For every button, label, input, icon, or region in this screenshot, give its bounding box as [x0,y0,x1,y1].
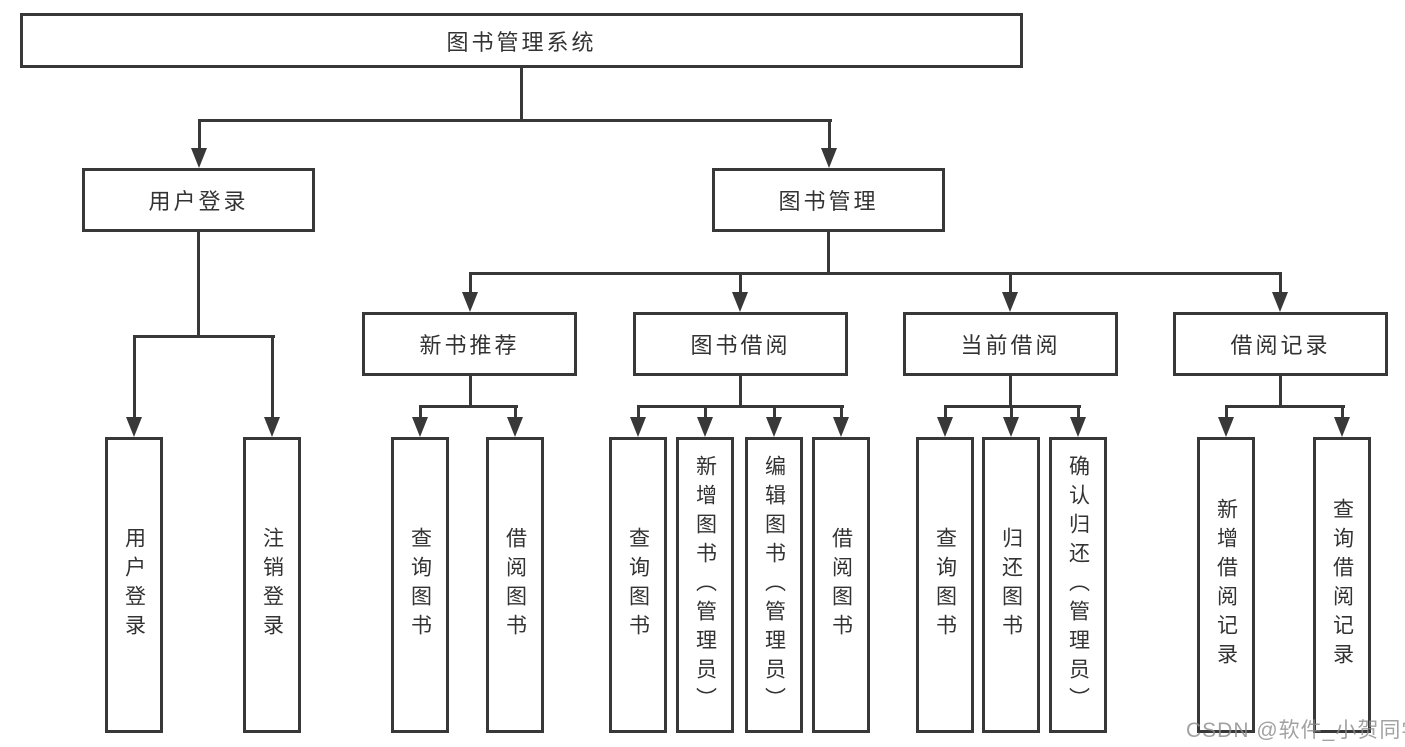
leaf-edit-books-admin: 编辑图书（管理员） [745,437,803,733]
leaf-query-books-borrowing: 查询图书 [609,437,667,733]
arrow-down [1002,292,1018,312]
leaf-query-books-recommend: 查询图书 [391,437,449,733]
connector-line [828,122,831,152]
connector-line [1010,405,1013,420]
connector-line [271,338,274,420]
connector-line [514,405,517,420]
leaf-borrow-books-borrowing: 借阅图书 [812,437,870,733]
node-label: 图书管理系统 [446,29,597,55]
node-label: 查询图书 [933,527,957,643]
node-new-book-recommend: 新书推荐 [362,312,577,376]
csdn-watermark: CSDN @软件_小贺同学 [1186,719,1405,742]
connector-line [520,68,523,122]
connector-line [1225,405,1228,420]
node-current-borrowing: 当前借阅 [903,312,1118,376]
connector-line [739,272,742,293]
leaf-logout: 注销登录 [243,437,301,733]
connector-line [739,376,742,408]
node-label: 注销登录 [260,527,284,643]
node-label: 新增借阅记录 [1214,498,1238,672]
arrow-down [507,417,523,437]
node-root-library-system: 图书管理系统 [20,13,1023,68]
connector-line [773,405,776,420]
node-label: 当前借阅 [960,333,1061,358]
connector-line [198,119,832,122]
connector-line [469,272,472,293]
arrow-down [462,292,478,312]
node-borrowing-records: 借阅记录 [1173,312,1388,376]
connector-line [133,338,136,420]
node-label: 查询图书 [626,527,650,643]
arrow-down [126,417,142,437]
connector-line [827,232,830,275]
leaf-borrow-books-recommend: 借阅图书 [486,437,544,733]
node-label: 查询借阅记录 [1330,498,1354,672]
node-label: 查询图书 [408,527,432,643]
node-label: 编辑图书（管理员） [762,454,786,716]
arrow-down [1070,417,1086,437]
connector-line [637,405,844,408]
arrow-down [1272,292,1288,312]
node-label: 用户登录 [122,527,146,643]
connector-line [944,405,947,420]
node-label: 新书推荐 [419,333,520,358]
connector-line [197,232,200,338]
arrow-down [412,417,428,437]
connector-line [133,335,275,338]
connector-line [1341,405,1344,420]
leaf-user-login: 用户登录 [105,437,163,733]
arrow-down [937,417,953,437]
node-label: 图书借阅 [690,333,791,358]
leaf-query-books-current: 查询图书 [916,437,974,733]
leaf-add-borrow-record: 新增借阅记录 [1197,437,1255,733]
arrow-down [697,417,713,437]
node-book-management: 图书管理 [712,168,945,232]
connector-line [1009,376,1012,408]
connector-line [704,405,707,420]
connector-line [1225,405,1345,408]
connector-line [469,272,1282,275]
arrow-down [833,417,849,437]
node-label: 借阅记录 [1230,333,1331,358]
connector-line [1279,376,1282,408]
arrow-down [191,148,207,168]
connector-line [1077,405,1080,420]
node-label: 借阅图书 [829,527,853,643]
node-label: 图书管理 [778,189,879,214]
leaf-confirm-return-admin: 确认归还（管理员） [1049,437,1107,733]
arrow-down [766,417,782,437]
connector-line [840,405,843,420]
connector-line [637,405,640,420]
leaf-query-borrow-record: 查询借阅记录 [1313,437,1371,733]
node-label: 确认归还（管理员） [1066,454,1090,716]
connector-line [1279,272,1282,293]
node-label: 归还图书 [999,527,1023,643]
node-label: 用户登录 [148,189,249,214]
leaf-add-books-admin: 新增图书（管理员） [676,437,734,733]
node-user-login: 用户登录 [82,168,315,232]
node-label: 新增图书（管理员） [693,454,717,716]
connector-line [419,405,422,420]
arrow-down [1218,417,1234,437]
arrow-down [1334,417,1350,437]
arrow-down [821,148,837,168]
arrow-down [732,292,748,312]
connector-line [1009,272,1012,293]
arrow-down [630,417,646,437]
arrow-down [264,417,280,437]
arrow-down [1003,417,1019,437]
leaf-return-books: 归还图书 [982,437,1040,733]
node-label: 借阅图书 [503,527,527,643]
connector-line [198,122,201,152]
node-book-borrowing: 图书借阅 [633,312,848,376]
connector-line [419,405,518,408]
connector-line [469,376,472,408]
